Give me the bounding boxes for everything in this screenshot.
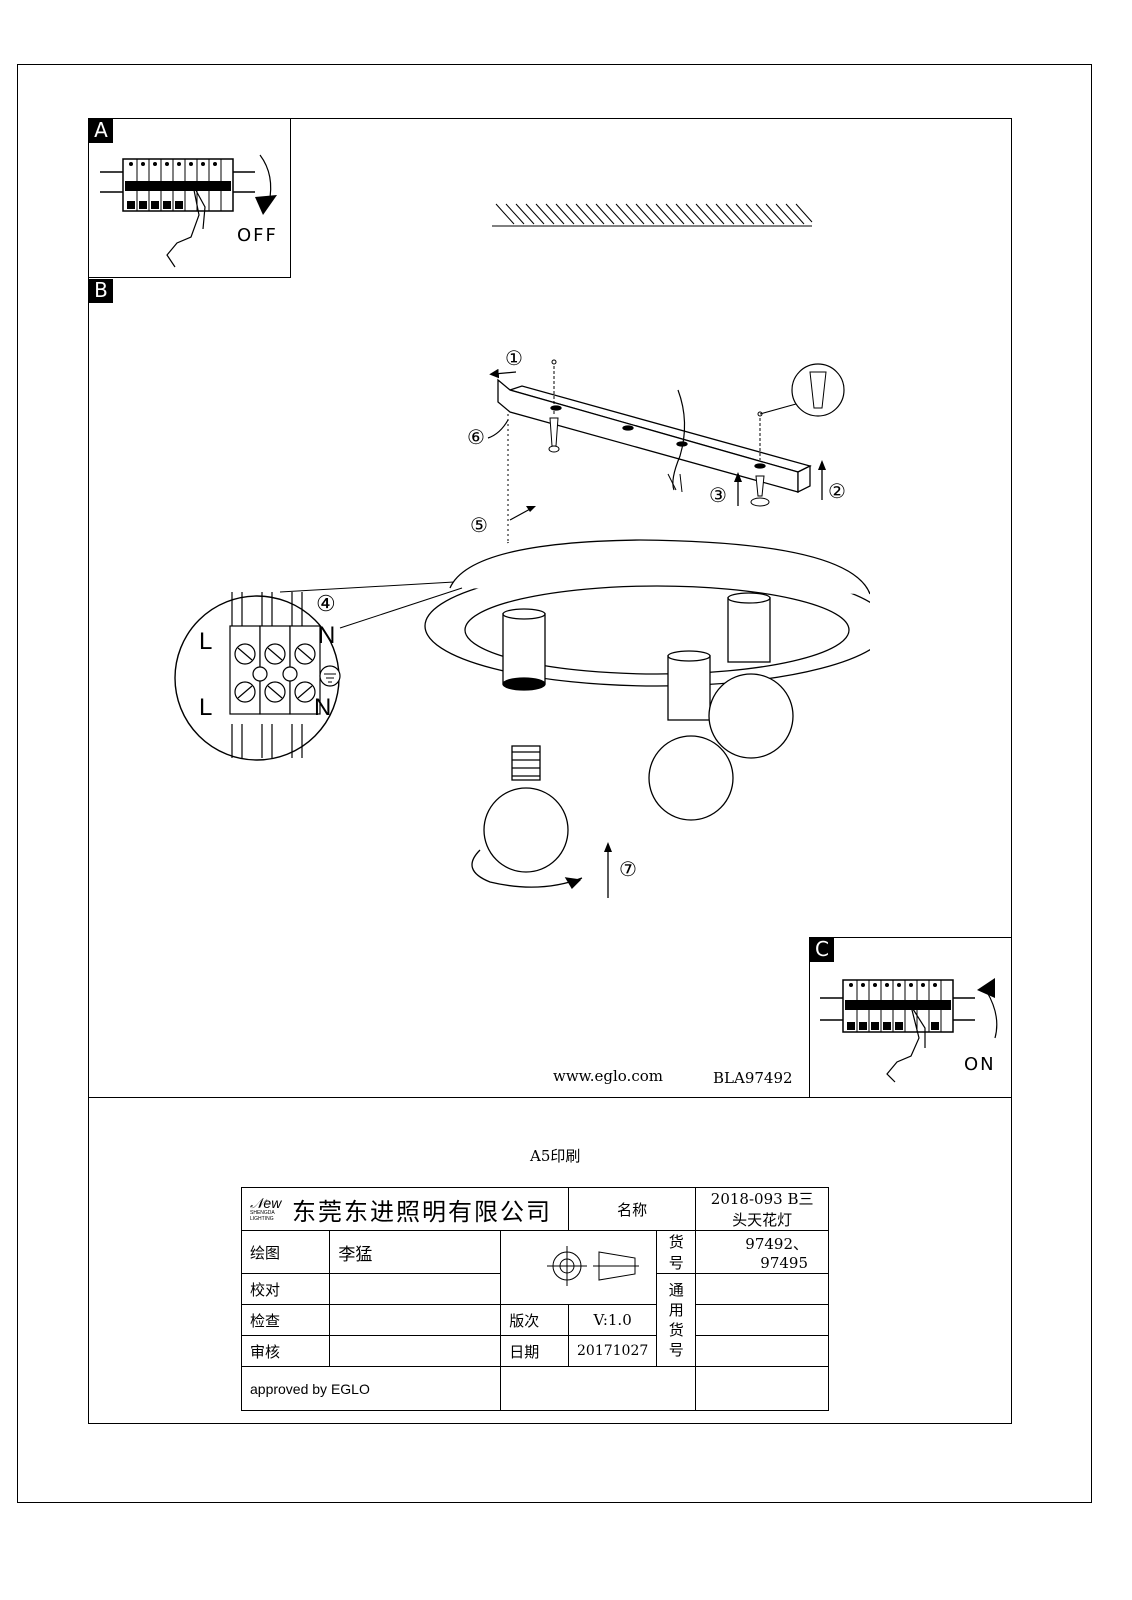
terminal-block-detail [174, 592, 341, 761]
model-code: BLA97492 [713, 1069, 793, 1087]
terminal-l-top: L [199, 628, 213, 655]
projection-symbol [500, 1230, 658, 1305]
step-number-5: ⑤ [470, 513, 488, 537]
sheet-outer-border [17, 64, 1092, 1503]
drawn-label: 绘图 [240, 1230, 331, 1274]
loose-bulb [471, 745, 583, 890]
mounting-bracket [497, 378, 812, 494]
terminal-n-bottom: N [314, 694, 332, 721]
sheet-inner-border [88, 118, 1012, 1424]
step-number-2: ② [828, 479, 846, 503]
company-name: 东莞东进照明有限公司 [292, 1197, 552, 1226]
step-b-tag: B [89, 279, 113, 303]
ceiling-plate [424, 530, 870, 687]
inspect-value [329, 1304, 502, 1336]
item-no-value: 97492、97495 [695, 1230, 829, 1274]
company-logo: 𝒩ew SHENGDA LIGHTING [250, 1195, 282, 1222]
title-block: 𝒩ew SHENGDA LIGHTING 东莞东进照明有限公司 名称 2018-… [240, 1187, 829, 1411]
step-a-panel [88, 118, 291, 278]
version-value: V:1.0 [567, 1304, 658, 1336]
step-c-tag: C [810, 938, 834, 962]
general-item-value-1 [695, 1273, 829, 1305]
company-cell: 𝒩ew SHENGDA LIGHTING 东莞东进照明有限公司 [241, 1187, 569, 1231]
approved-text: approved by EGLO [240, 1366, 502, 1411]
date-value: 20171027 [567, 1335, 658, 1367]
general-item-value-3 [695, 1335, 829, 1367]
step-number-4: ④ [316, 592, 336, 617]
general-item-label: 通用货号 [656, 1273, 697, 1367]
step-number-1: ① [505, 346, 523, 370]
step-number-3: ③ [709, 483, 727, 507]
step-c-panel [809, 937, 1012, 1098]
review-value [329, 1335, 502, 1367]
screws [548, 359, 770, 507]
date-label: 日期 [500, 1335, 569, 1367]
breaker-off-illustration [100, 154, 277, 268]
drawn-value: 李猛 [329, 1230, 502, 1274]
version-label: 版次 [500, 1304, 569, 1336]
approved-blank-1 [500, 1366, 697, 1411]
name-label: 名称 [567, 1187, 697, 1231]
ceiling-hatch [492, 203, 813, 227]
inspect-label: 检查 [240, 1304, 331, 1336]
breaker-on-illustration [820, 978, 998, 1083]
terminal-n-top: N [318, 622, 336, 649]
print-note: A5印刷 [530, 1147, 581, 1165]
terminal-l-bottom: L [199, 694, 213, 721]
step-a-tag: A [89, 119, 113, 143]
installation-drawing [279, 203, 870, 898]
on-label: ON [964, 1054, 996, 1075]
lamp-holders [502, 592, 794, 821]
item-no-label: 货号 [656, 1230, 697, 1274]
off-label: OFF [237, 225, 278, 246]
review-label: 审核 [240, 1335, 331, 1367]
step-number-7: ⑦ [619, 857, 637, 881]
step-number-6: ⑥ [467, 425, 485, 449]
name-value: 2018-093 B三头天花灯 [695, 1187, 829, 1231]
check-value [329, 1273, 502, 1305]
frame-divider [88, 1097, 1012, 1098]
check-label: 校对 [240, 1273, 331, 1305]
general-item-value-2 [695, 1304, 829, 1336]
website-text: www.eglo.com [553, 1067, 663, 1085]
approved-blank-2 [695, 1366, 829, 1411]
first-angle-projection-icon [546, 1245, 639, 1286]
